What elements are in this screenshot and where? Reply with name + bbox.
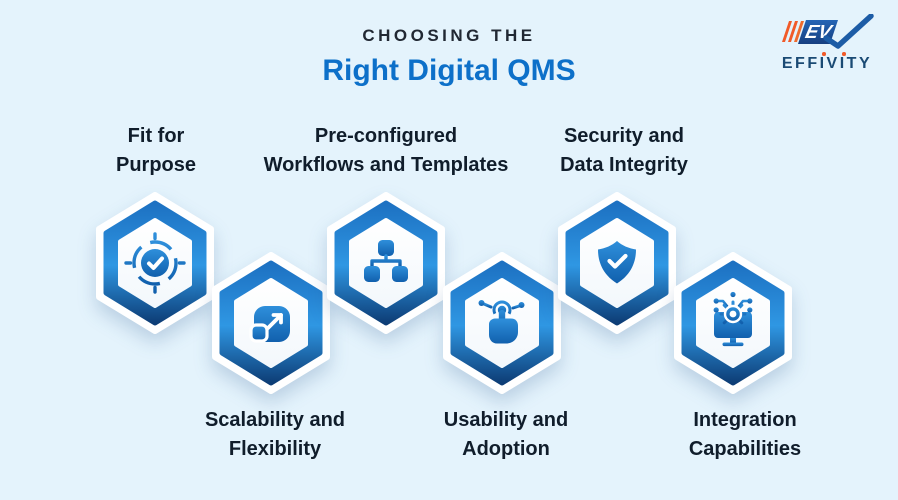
label-preconfigured-workflows: Pre-configured Workflows and Templates — [263, 125, 509, 176]
label-integration-capabilities: Integration Capabilities — [688, 409, 802, 460]
page-title: Right Digital QMS — [322, 54, 576, 87]
workflow-hierarchy-icon — [364, 240, 408, 282]
logo-letter-i: I — [819, 52, 827, 72]
label-security-data-integrity: Security and Data Integrity — [560, 125, 688, 176]
effivity-emblem-icon: EV — [782, 14, 874, 49]
label-scalability-flexibility: Scalability and Flexibility — [204, 409, 346, 460]
target-check-icon — [124, 232, 186, 294]
scale-expand-icon — [249, 306, 290, 343]
hexagon-preconfigured-workflows — [324, 189, 448, 337]
integration-monitor-icon — [713, 291, 753, 347]
hexagon-integration-capabilities — [671, 249, 795, 397]
logo-letter-i: I — [839, 52, 847, 72]
hexagon-fit-for-purpose — [93, 189, 217, 337]
header: CHOOSING THE Right Digital QMS — [0, 26, 898, 88]
tap-gesture-icon — [478, 300, 525, 344]
shield-check-icon — [598, 241, 636, 284]
logo-letters: EFF — [781, 55, 820, 72]
logo-letters: TY — [846, 55, 873, 72]
header-kicker: CHOOSING THE — [362, 26, 536, 45]
label-usability-adoption: Usability and Adoption — [443, 409, 569, 460]
logo-letters: V — [826, 55, 840, 72]
hexagon-usability-adoption — [440, 249, 564, 397]
hexagon-scalability-flexibility — [209, 249, 333, 397]
hexagon-security-data-integrity — [555, 189, 679, 337]
label-fit-for-purpose: Fit for Purpose — [115, 125, 197, 176]
